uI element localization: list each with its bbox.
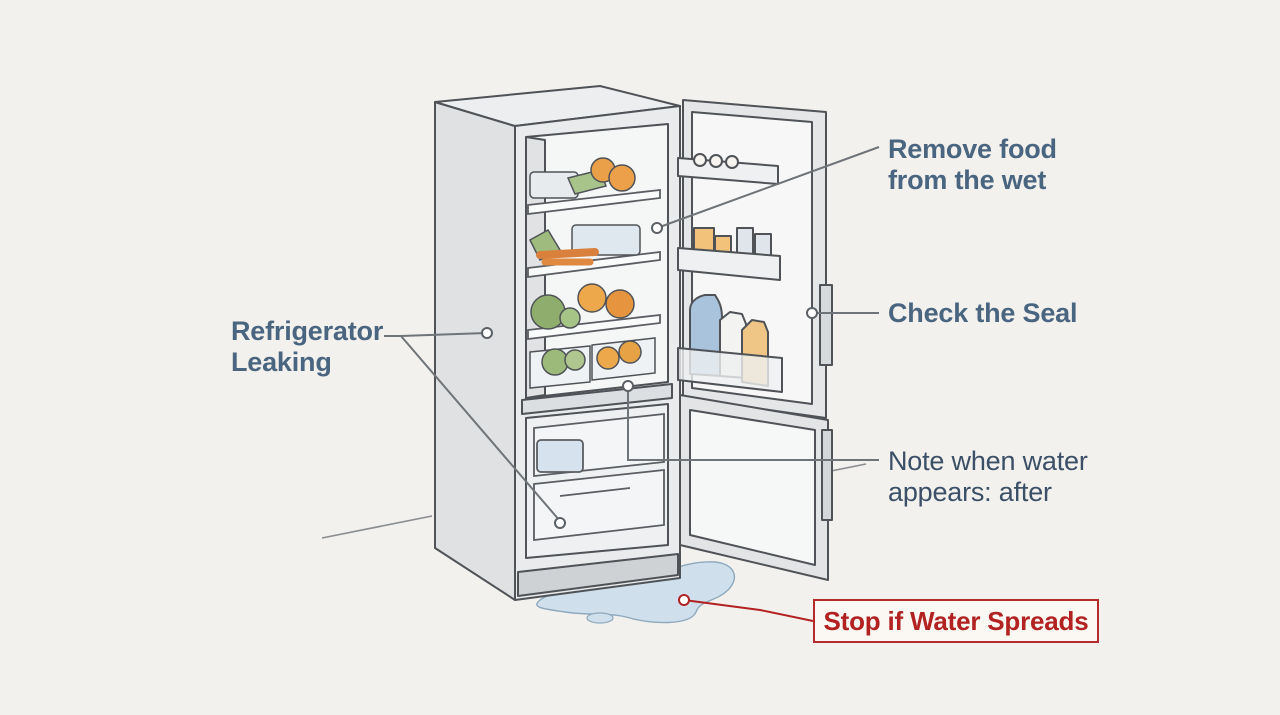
callout-remove-food-line1: Remove food — [888, 134, 1057, 164]
leader-note-water — [627, 387, 879, 461]
fridge-shelves — [527, 188, 661, 341]
leader-remove-food — [656, 146, 880, 229]
upper-door — [677, 99, 833, 419]
leader-leaking-b — [400, 335, 561, 522]
callout-stop-text: Stop if Water Spreads — [823, 606, 1089, 636]
callout-note-water: Note when water appears: after — [888, 446, 1088, 508]
dot-note-water — [622, 380, 634, 392]
callout-stop-warning: Stop if Water Spreads — [813, 599, 1099, 643]
callout-leaking-line2: Leaking — [231, 347, 332, 377]
dot-stop — [678, 594, 690, 606]
callout-note-water-line2: appears: after — [888, 477, 1052, 507]
callout-check-seal-text: Check the Seal — [888, 298, 1078, 328]
dot-check-seal — [806, 307, 818, 319]
leader-lines — [384, 146, 880, 522]
callout-refrigerator-leaking: Refrigerator Leaking — [231, 316, 383, 378]
callout-check-seal: Check the Seal — [888, 298, 1077, 329]
dot-remove-food — [651, 222, 663, 234]
callout-remove-food: Remove food from the wet — [888, 134, 1057, 196]
callout-remove-food-line2: from the wet — [888, 165, 1047, 195]
dot-leaking-body — [481, 327, 493, 339]
dot-leaking-bin — [554, 517, 566, 529]
lower-door — [679, 394, 833, 581]
food-items — [529, 157, 656, 389]
callout-note-water-line1: Note when water — [888, 446, 1088, 476]
leader-stop — [683, 599, 814, 622]
callout-dots — [481, 222, 818, 529]
callout-leaking-line1: Refrigerator — [231, 316, 384, 346]
leader-lines-alert — [683, 599, 814, 622]
